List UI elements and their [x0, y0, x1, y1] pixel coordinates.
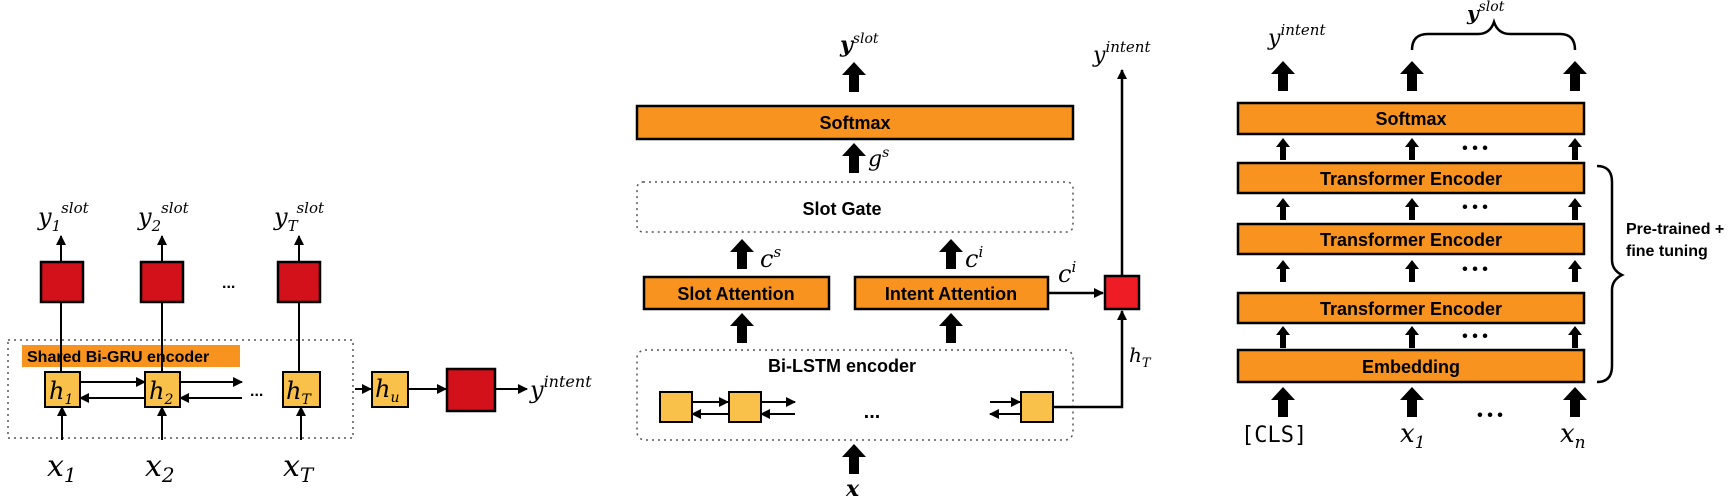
softmax-box-c: [1236, 101, 1586, 136]
arr-c2-2: [1405, 198, 1419, 220]
hT-label: hT: [1129, 343, 1152, 371]
arrow-enc-slotattn: [730, 313, 754, 343]
input-x1: x1: [47, 449, 77, 487]
arrow-xn-in: [1563, 387, 1587, 417]
arr-c3-1: [1276, 260, 1290, 282]
lstm-cell-1: [659, 391, 693, 423]
arrow-cs: [730, 239, 754, 269]
ellipsis-mid: ...: [250, 383, 263, 400]
arrow-x1-in: [1400, 387, 1424, 417]
arr-c4-2: [1405, 326, 1419, 348]
slot-gate-label: Slot Gate: [802, 199, 881, 219]
intent-output-box-b: [1103, 274, 1141, 311]
arrow-enc-intentattn: [939, 313, 963, 343]
slot-brace-top: [1410, 18, 1577, 51]
hidden-h1-label: h1: [49, 377, 73, 408]
lstm-cell-T: [1020, 391, 1054, 423]
ci2-label: ci: [1058, 258, 1076, 288]
slot-attention-label: Slot Attention: [677, 284, 794, 304]
embedding-box: [1236, 348, 1586, 384]
hidden-hu-label: hu: [375, 375, 400, 406]
softmax-label-c: Softmax: [1375, 109, 1446, 129]
panel-b-slot-gated: yslot Softmax gs Slot Gate cs ci Slot At…: [635, 31, 1152, 502]
arr-c4-3: [1568, 326, 1582, 348]
hidden-hT-label: hT: [286, 377, 312, 408]
x1-token: x1: [1400, 419, 1426, 453]
arr-c4-1: [1276, 326, 1290, 348]
intent-label-c: yintent: [1267, 21, 1326, 51]
arr-c3-3: [1568, 260, 1582, 282]
dots-input: • • •: [1477, 407, 1503, 424]
transformer-encoder-box-1: [1236, 161, 1586, 195]
arrow-x1-out: [1400, 61, 1424, 91]
slot-output-label: yslot: [839, 31, 879, 58]
arr-c3-2: [1405, 260, 1419, 282]
output-label-T: yTslot: [273, 199, 325, 235]
pretrained-label-2: fine tuning: [1626, 243, 1708, 260]
slot-label-c: yslot: [1466, 0, 1505, 25]
softmax-box-b: [635, 104, 1075, 141]
arr-c1-3: [1568, 138, 1582, 160]
transformer-encoder-label-3: Transformer Encoder: [1320, 299, 1502, 319]
embedding-label: Embedding: [1362, 357, 1460, 377]
slot-gate-box: [636, 181, 1074, 233]
xn-token: xn: [1560, 419, 1586, 453]
slot-attention-box: [642, 275, 831, 311]
hidden-h2-label: h2: [149, 377, 173, 408]
hidden-h1: [44, 371, 81, 408]
arrow-softmax-out: [842, 62, 866, 92]
arrow-gs: [842, 143, 866, 173]
softmax-label-b: Softmax: [819, 113, 890, 133]
ellipsis-top: ...: [222, 275, 235, 292]
intent-output-box: [445, 367, 497, 413]
hidden-hu: [371, 371, 409, 408]
panel-a-bigru: Shared Bi-GRU encoder y1slot y2slot yTsl…: [7, 199, 592, 487]
bilstm-encoder-box: [636, 349, 1074, 441]
arrow-hT: [1053, 310, 1127, 409]
arr-c2-1: [1276, 198, 1290, 220]
input-x-b: x: [845, 476, 860, 502]
arr-c1-2: [1405, 138, 1419, 160]
intent-attention-box: [853, 275, 1050, 311]
dots-3: • • •: [1462, 261, 1488, 278]
encoder-label: Shared Bi-GRU encoder: [27, 349, 209, 366]
slot-output-box-2: [139, 260, 185, 304]
arr-c1-1: [1276, 138, 1290, 160]
dots-1: • • •: [1462, 140, 1488, 157]
lstm-ellipsis: ...: [864, 401, 881, 423]
transformer-encoder-box-2: [1236, 222, 1586, 256]
arrow-ci: [939, 239, 963, 269]
cls-token: [CLS]: [1241, 423, 1307, 448]
transformer-encoder-label-2: Transformer Encoder: [1320, 230, 1502, 250]
intent-attention-label: Intent Attention: [885, 284, 1017, 304]
intent-label-b: yintent: [1092, 38, 1151, 68]
arrow-cls-in: [1271, 387, 1295, 417]
arrow-input-x: [842, 444, 866, 474]
bilstm-encoder-label: Bi-LSTM encoder: [768, 356, 916, 376]
lstm-cell-2: [728, 391, 762, 423]
cs-label: cs: [760, 243, 781, 273]
slot-output-box-T: [276, 260, 322, 304]
transformer-encoder-label-1: Transformer Encoder: [1320, 169, 1502, 189]
arr-c2-3: [1568, 198, 1582, 220]
input-xT: xT: [283, 449, 315, 487]
intent-label-a: yintent: [529, 372, 592, 404]
encoder-label-bg: [22, 345, 240, 367]
pretrained-label-1: Pre-trained +: [1626, 221, 1724, 238]
dots-4: • • •: [1462, 328, 1488, 345]
arrow-cls-out: [1271, 61, 1295, 91]
output-label-2: y2slot: [137, 199, 190, 235]
slot-output-box-1: [39, 260, 85, 304]
dots-2: • • •: [1462, 199, 1488, 216]
panel-c-bert: yintent yslot Softmax • • • Transformer …: [1236, 0, 1724, 453]
gs-label: gs: [868, 145, 889, 172]
arrow-xn-out: [1563, 61, 1587, 91]
input-x2: x2: [145, 449, 175, 487]
output-label-1: y1slot: [37, 199, 90, 235]
pretrained-brace: [1596, 164, 1625, 384]
ci-label: ci: [965, 243, 983, 273]
transformer-encoder-box-3: [1236, 291, 1586, 325]
